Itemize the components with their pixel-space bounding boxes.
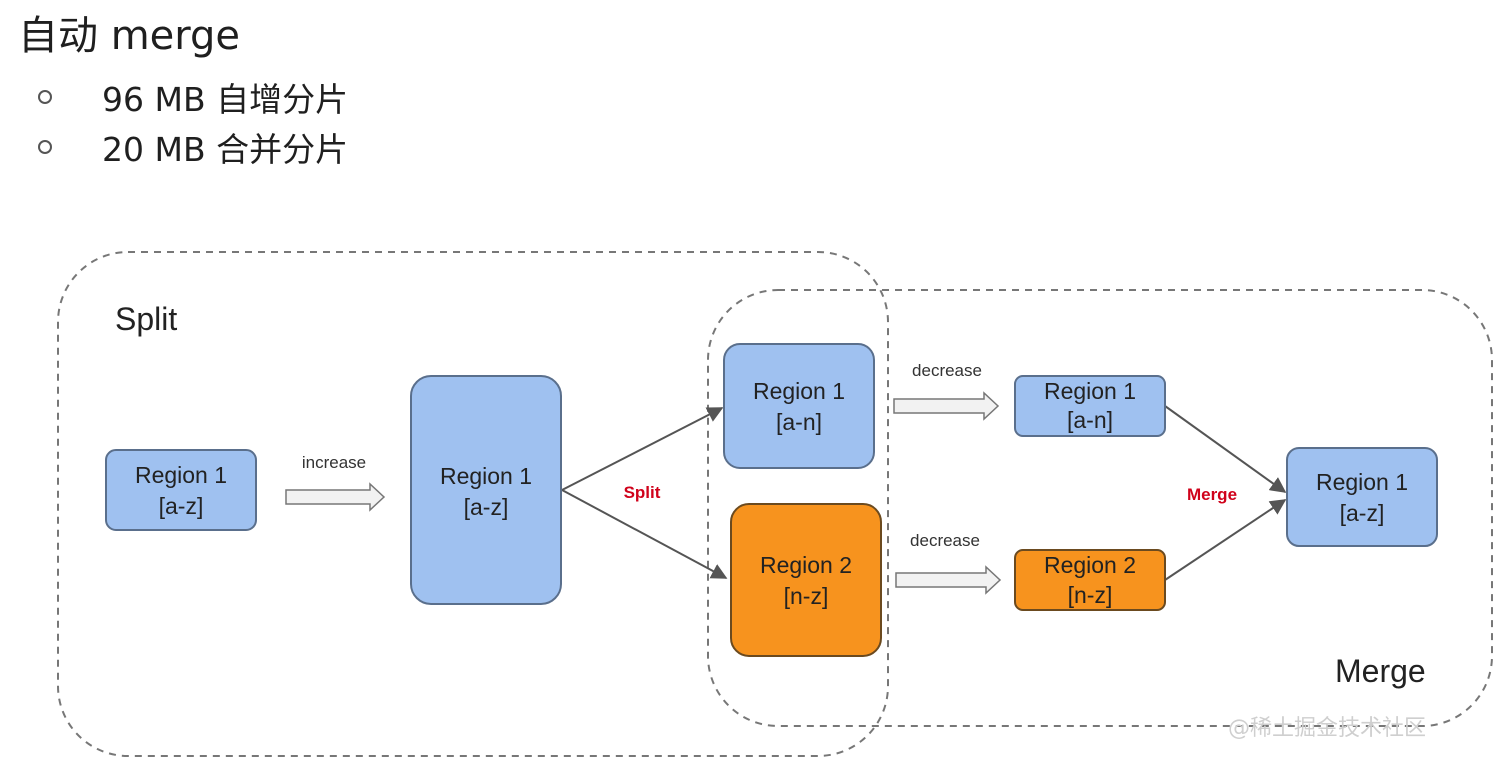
region-box-merged: Region 1 [a-z] <box>1286 447 1438 547</box>
region-range: [a-n] <box>1067 407 1113 433</box>
region-name: Region 1 <box>135 462 227 488</box>
bullet-list: 96 MB 自增分片 20 MB 合并分片 <box>38 72 348 172</box>
decrease-block-arrow-top-icon <box>893 391 1000 421</box>
region-box-start: Region 1 [a-z] <box>105 449 257 531</box>
increase-label: increase <box>302 453 366 472</box>
region-range: [a-z] <box>159 493 204 519</box>
region-range: [a-n] <box>776 409 822 435</box>
increase-block-arrow-icon <box>285 482 386 512</box>
region-name: Region 1 <box>440 463 532 489</box>
region-range: [n-z] <box>784 583 829 609</box>
split-arrow-upper <box>561 407 724 491</box>
merge-action-label: Merge <box>1187 485 1237 504</box>
split-arrow-lower <box>561 489 728 579</box>
region-name: Region 1 <box>753 378 845 404</box>
merge-arrow-upper <box>1164 405 1287 493</box>
hollow-circle-bullet-icon <box>38 90 52 104</box>
region-range: [n-z] <box>1068 582 1113 608</box>
region-name: Region 1 <box>1044 378 1136 404</box>
bullet-text: 96 MB 自增分片 <box>102 80 349 119</box>
region-name: Region 2 <box>1044 552 1136 578</box>
region-box-grown: Region 1 [a-z] <box>410 375 562 605</box>
bullet-text: 20 MB 合并分片 <box>102 130 349 169</box>
region-name: Region 1 <box>1316 469 1408 495</box>
split-action-label: Split <box>624 483 661 502</box>
region-range: [a-z] <box>464 494 509 520</box>
split-group-label: Split <box>115 301 177 337</box>
decrease-label-top: decrease <box>912 361 982 380</box>
split-group-boundary <box>57 251 889 757</box>
region-box-split-upper: Region 1 [a-n] <box>723 343 875 469</box>
hollow-circle-bullet-icon <box>38 140 52 154</box>
region-box-split-lower: Region 2 [n-z] <box>730 503 882 657</box>
bullet-item-merge-size: 20 MB 合并分片 <box>38 122 348 172</box>
watermark: @稀土掘金技术社区 <box>1228 716 1427 741</box>
merge-arrow-lower <box>1164 499 1287 581</box>
region-box-small-upper: Region 1 [a-n] <box>1014 375 1166 437</box>
bullet-item-split-size: 96 MB 自增分片 <box>38 72 348 122</box>
merge-group-label: Merge <box>1335 653 1426 689</box>
region-name: Region 2 <box>760 552 852 578</box>
decrease-block-arrow-bottom-icon <box>895 565 1002 595</box>
merge-group-boundary <box>707 289 1493 727</box>
region-box-small-lower: Region 2 [n-z] <box>1014 549 1166 611</box>
decrease-label-bottom: decrease <box>910 531 980 550</box>
region-range: [a-z] <box>1340 500 1385 526</box>
page-title: 自动 merge <box>18 13 241 59</box>
